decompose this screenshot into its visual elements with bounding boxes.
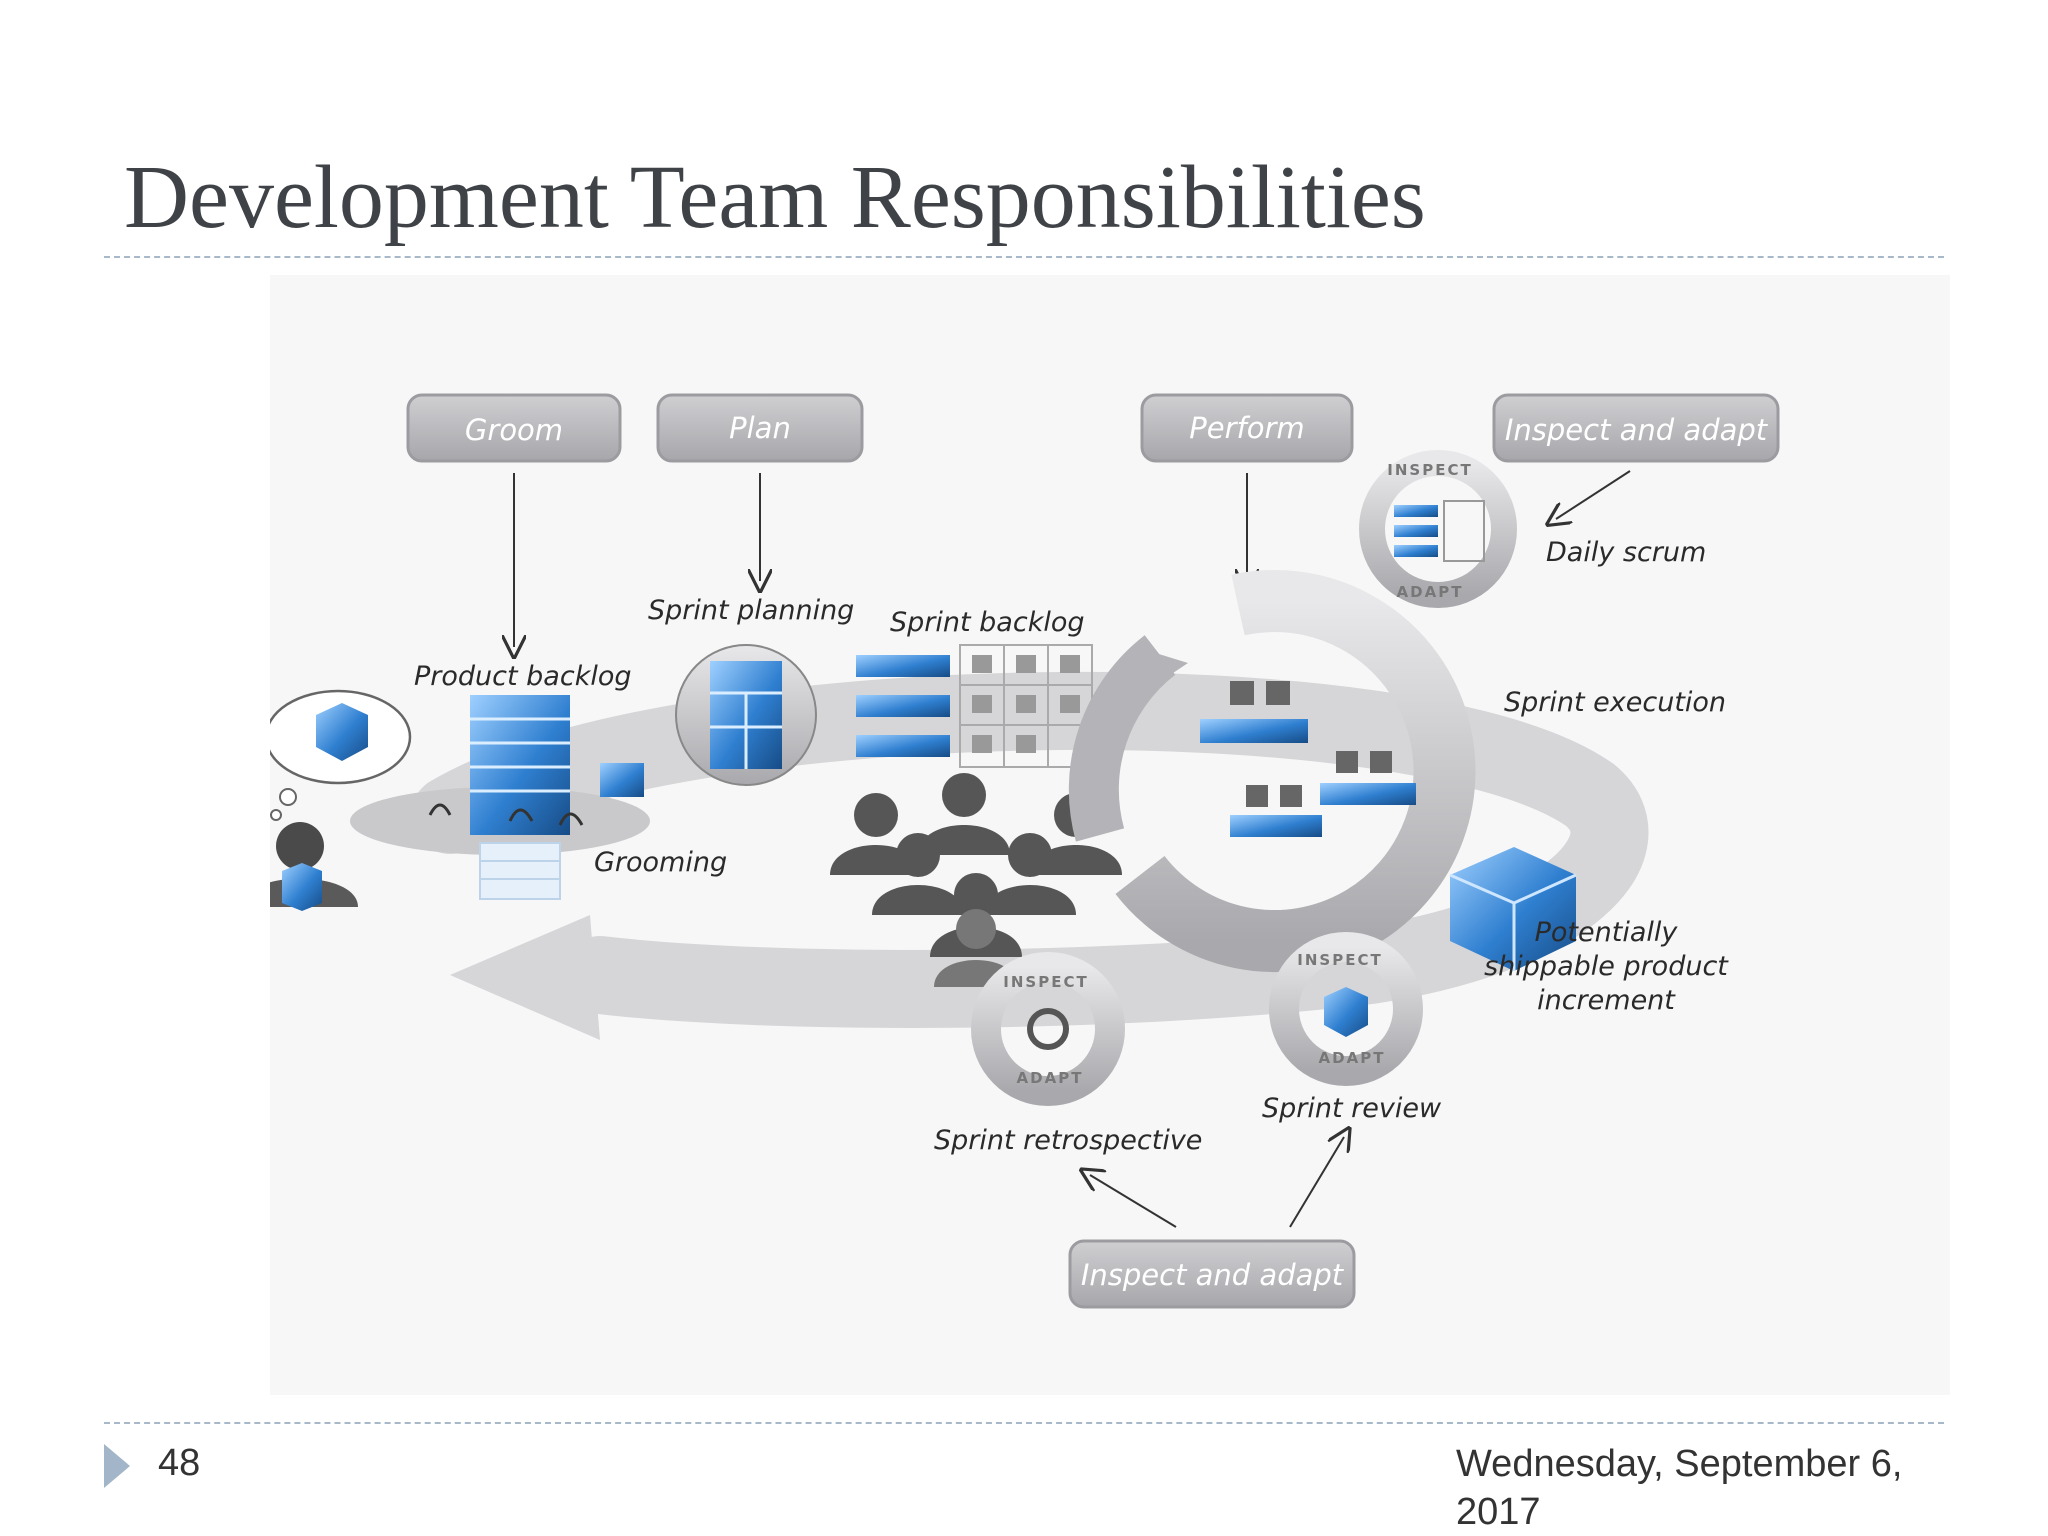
potentially-shippable-line-2: shippable product — [1484, 951, 1729, 982]
grooming-label: Grooming — [594, 847, 727, 878]
sprint-backlog-label: Sprint backlog — [890, 607, 1084, 638]
plan-label: Plan — [729, 411, 791, 445]
sprint-retrospective-label: Sprint retrospective — [934, 1125, 1202, 1156]
sprint-planning-icon — [675, 644, 817, 786]
daily-inspect-stamp: INSPECT — [1387, 461, 1472, 479]
footer-divider — [104, 1422, 1944, 1424]
sprint-execution-label: Sprint execution — [1504, 687, 1726, 718]
sprint-review-cycle: INSPECT ADAPT — [1269, 932, 1423, 1086]
sprint-retrospective-cycle: INSPECT ADAPT — [971, 952, 1125, 1106]
sprint-execution-cycle — [1068, 570, 1476, 972]
review-arrow — [1289, 1137, 1344, 1228]
perform-label: Perform — [1189, 411, 1304, 445]
title-divider — [104, 256, 1944, 258]
product-owner-figure — [270, 689, 412, 911]
perform-box: Perform — [1140, 393, 1354, 463]
inspect-adapt-top-label: Inspect and adapt — [1505, 413, 1769, 447]
product-backlog-label: Product backlog — [414, 661, 632, 692]
daily-scrum-label: Daily scrum — [1546, 537, 1706, 568]
plan-box: Plan — [656, 393, 864, 463]
review-inspect-stamp: INSPECT — [1297, 951, 1382, 969]
groom-box: Groom — [406, 393, 622, 463]
potentially-shippable-line-3: increment — [1537, 985, 1676, 1016]
slide-title: Development Team Responsibilities — [124, 148, 1426, 247]
inspect-adapt-bottom-label: Inspect and adapt — [1081, 1258, 1345, 1292]
sprint-backlog-grid — [856, 644, 1093, 768]
page-number: 48 — [158, 1442, 201, 1484]
groom-label: Groom — [465, 413, 563, 447]
bullet-triangle-icon — [104, 1444, 130, 1488]
product-backlog-stack — [350, 695, 650, 900]
sprint-review-label: Sprint review — [1262, 1093, 1442, 1124]
retro-inspect-stamp: INSPECT — [1003, 973, 1088, 991]
sprint-planning-label: Sprint planning — [648, 595, 854, 626]
shippable-increment-cube — [1449, 847, 1577, 971]
daily-scrum-arrow — [1556, 470, 1631, 519]
review-adapt-stamp: ADAPT — [1319, 1049, 1386, 1067]
retro-arrow — [1090, 1175, 1177, 1228]
retro-adapt-stamp: ADAPT — [1017, 1069, 1084, 1087]
scrum-diagram: Groom Plan Perform Inspect and adapt — [270, 275, 1950, 1395]
development-team-figures — [830, 773, 1122, 987]
inspect-adapt-top-box: Inspect and adapt — [1492, 393, 1780, 463]
sprint-loop-arrow — [411, 671, 1649, 1040]
daily-scrum-cycle: INSPECT ADAPT — [1359, 450, 1517, 608]
slide-date: Wednesday, September 6, 2017 — [1456, 1443, 1903, 1533]
inspect-adapt-bottom-box: Inspect and adapt — [1068, 1239, 1356, 1309]
potentially-shippable-line-1: Potentially — [1535, 917, 1679, 948]
daily-adapt-stamp: ADAPT — [1397, 583, 1464, 601]
